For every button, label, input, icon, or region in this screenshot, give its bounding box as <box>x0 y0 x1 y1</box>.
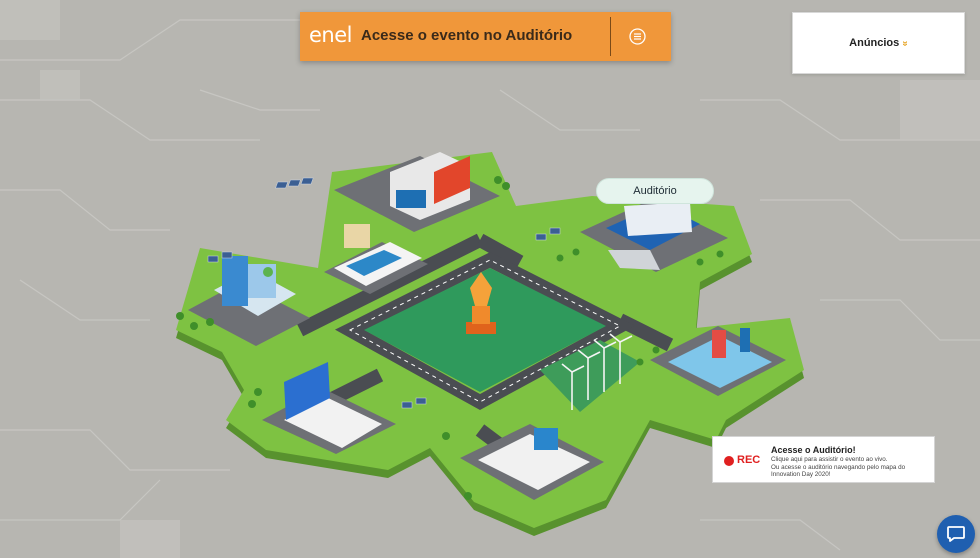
banner-title: Acesse o evento no Auditório <box>361 27 573 44</box>
rec-dot-icon <box>724 456 734 466</box>
rec-badge: REC <box>737 454 761 466</box>
announcements-label: Anúncios <box>849 37 900 49</box>
rec-card-text: Clique aqui para assistir o evento ao vi… <box>771 456 931 479</box>
auditorium-map-label[interactable]: Auditório <box>596 178 714 204</box>
banner-divider <box>610 17 611 56</box>
rec-card-line-1: Clique aqui para assistir o evento ao vi… <box>771 456 888 463</box>
enel-logo: enel <box>309 23 352 47</box>
chat-bubble-icon <box>947 526 965 542</box>
double-chevron-down-icon: » <box>899 40 911 46</box>
menu-circle-icon[interactable] <box>629 28 646 45</box>
chat-button[interactable] <box>937 515 975 553</box>
live-auditorium-card[interactable]: REC Acesse o Auditório! Clique aqui para… <box>712 436 935 483</box>
auditorium-banner[interactable]: enel Acesse o evento no Auditório <box>300 12 671 61</box>
rec-card-title: Acesse o Auditório! <box>771 445 856 455</box>
rec-card-line-2: Ou acesse o auditório navegando pelo map… <box>771 463 906 479</box>
announcements-button[interactable]: Anúncios » <box>792 12 965 74</box>
